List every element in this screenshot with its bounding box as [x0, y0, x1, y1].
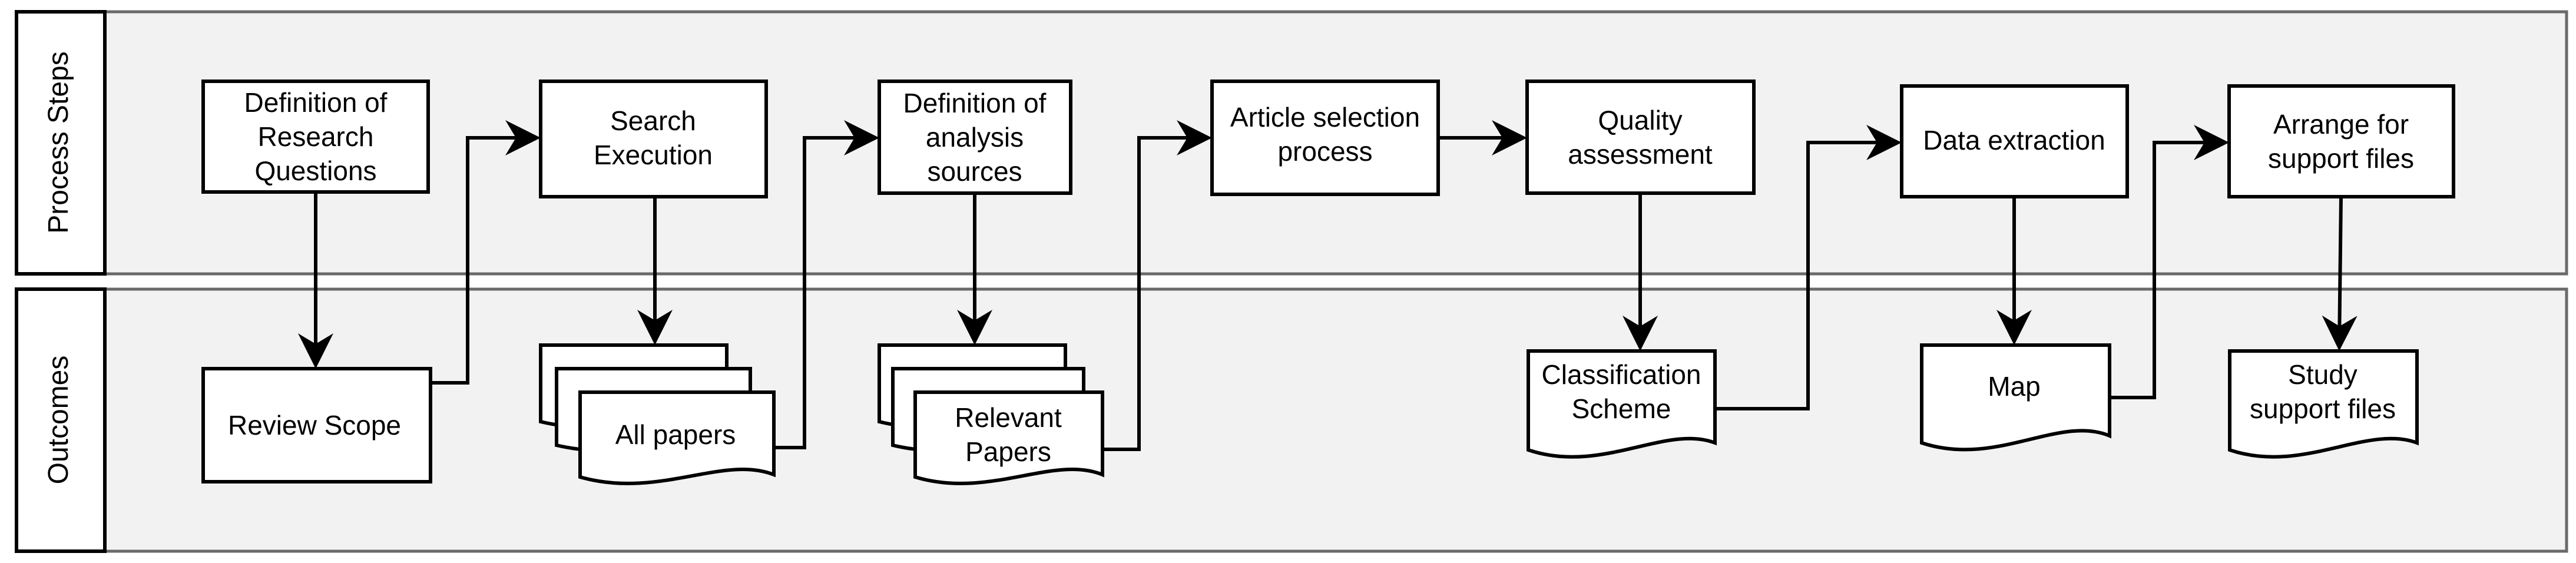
label-line: sources: [927, 156, 1022, 187]
node-review-scope[interactable]: Review Scope: [201, 367, 432, 483]
edge-scope-to-search: [431, 120, 541, 385]
lane-process-steps: Process Steps: [15, 10, 2568, 276]
label-line: assessment: [1568, 139, 1713, 170]
label-line: Papers: [965, 436, 1051, 467]
label-line: Classification: [1542, 359, 1701, 390]
label-line: Article selection: [1230, 102, 1420, 133]
label-line: Review Scope: [228, 410, 401, 441]
node-quality-assessment[interactable]: Quality assessment: [1525, 80, 1756, 195]
node-all-papers[interactable]: All papers: [539, 343, 776, 485]
label-line: process: [1277, 136, 1372, 167]
edge-allpapers-to-sources: [774, 120, 879, 449]
edge-support-to-study: [2322, 196, 2358, 351]
edge-classification-to-extraction: [1715, 125, 1902, 410]
label-line: All papers: [615, 419, 736, 450]
label-line: support files: [2268, 143, 2414, 174]
label-line: Research: [258, 121, 374, 152]
node-quality-assessment-label: Quality assessment: [1568, 105, 1713, 170]
label-line: Definition of: [903, 88, 1047, 118]
label-line: analysis: [926, 122, 1024, 153]
lane-label-process-steps: Process Steps: [43, 51, 74, 233]
node-map[interactable]: Map: [1920, 343, 2111, 452]
node-map-label: Map: [1988, 371, 2040, 402]
node-all-papers-label: All papers: [615, 419, 736, 450]
node-review-scope-label: Review Scope: [228, 410, 401, 441]
edge-relevant-to-selection: [1102, 120, 1212, 451]
label-line: Arrange for: [2273, 109, 2409, 140]
node-data-extraction[interactable]: Data extraction: [1900, 84, 2129, 198]
label-line: Study: [2288, 359, 2358, 390]
label-line: Search: [610, 105, 696, 136]
label-line: Quality: [1598, 105, 1682, 135]
label-line: Questions: [254, 155, 376, 186]
label-line: support files: [2250, 393, 2396, 424]
label-line: Definition of: [244, 87, 388, 118]
label-line: Execution: [594, 140, 713, 170]
label-line: Relevant: [955, 402, 1062, 433]
node-data-extraction-label: Data extraction: [1923, 125, 2105, 155]
lane-outcomes: Outcomes: [15, 287, 2568, 553]
edge-map-to-support: [2110, 125, 2229, 399]
edges: [298, 120, 2358, 451]
label-line: Scheme: [1572, 393, 1671, 424]
lane-label-outcomes: Outcomes: [43, 356, 74, 485]
label-line: Map: [1988, 371, 2040, 402]
label-line: Data extraction: [1923, 125, 2105, 155]
